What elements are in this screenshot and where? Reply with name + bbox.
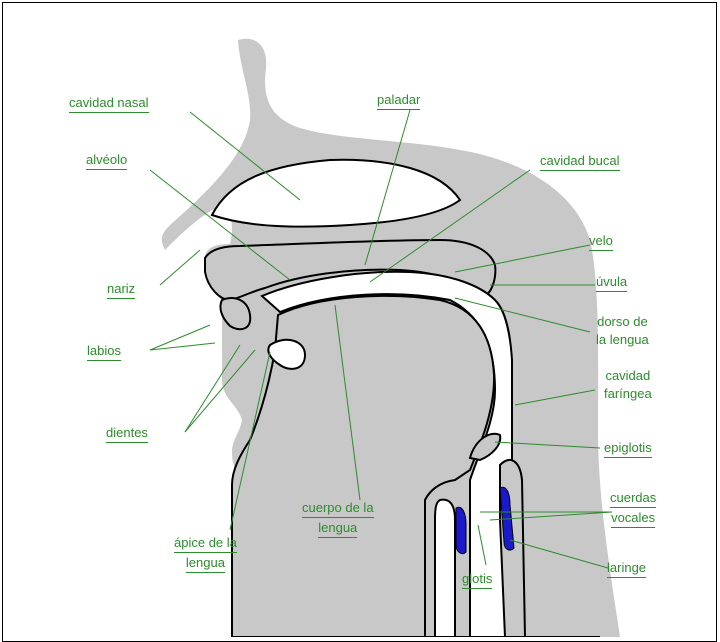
label-cuerdas-vocales: cuerdas vocales [610,490,656,528]
label-cuerpo-line2: lengua [318,520,357,538]
label-glotis: glotis [462,571,492,589]
vocal-cord-left [456,507,466,553]
label-dorso-lengua: dorso de la lengua [596,314,649,347]
label-laringe: laringe [607,560,646,578]
label-velo: velo [589,233,613,251]
label-cavidad-far-line1: cavidad [604,368,652,383]
label-dorso-line2: la lengua [596,332,649,347]
label-cuerdas-line2: vocales [611,510,655,528]
label-cavidad-faringea: cavidad faríngea [604,368,652,401]
label-cavidad-bucal: cavidad bucal [540,153,620,171]
label-cavidad-far-line2: faríngea [604,386,652,401]
label-apice-line1: ápice de la [174,535,237,553]
label-uvula: úvula [596,274,627,292]
label-epiglotis: epiglotis [604,440,652,458]
label-apice-line2: lengua [186,555,225,573]
label-cuerpo-line1: cuerpo de la [302,500,374,518]
label-paladar: paladar [377,92,420,110]
label-cuerdas-line1: cuerdas [610,490,656,508]
label-alveolo: alvéolo [86,152,127,170]
pharynx-tube [435,500,455,637]
label-apice-lengua: ápice de la lengua [174,535,237,573]
label-cuerpo-lengua: cuerpo de la lengua [302,500,374,538]
label-cavidad-nasal: cavidad nasal [69,95,149,113]
label-dorso-line1: dorso de [596,314,649,329]
label-nariz: nariz [107,281,135,299]
label-dientes: dientes [106,425,148,443]
label-labios: labios [87,343,121,361]
